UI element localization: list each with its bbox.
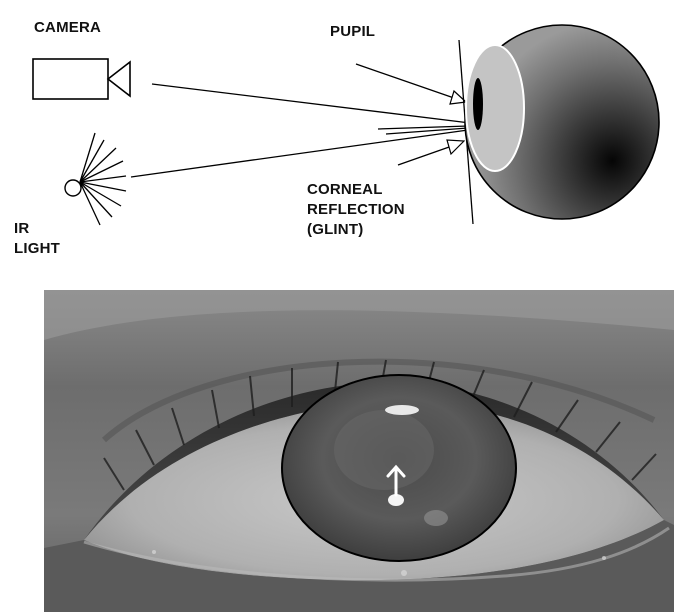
ir-label-line-1: IR — [14, 219, 60, 239]
eye-tracking-schematic — [0, 0, 680, 285]
pupil-label: PUPIL — [330, 22, 375, 42]
corneal-label-line-3: (GLINT) — [307, 220, 405, 240]
ir-label-line-2: LIGHT — [14, 239, 60, 259]
ir-light-label: IR LIGHT — [14, 219, 60, 259]
glint-pointer-arrow — [398, 140, 464, 165]
eyeball-illustration — [465, 25, 659, 219]
pupil-pointer-arrow — [356, 64, 466, 104]
corneal-label-line-2: REFLECTION — [307, 200, 405, 220]
corneal-label-line-1: CORNEAL — [307, 180, 405, 200]
camera-label: CAMERA — [34, 18, 101, 38]
ir-light-icon — [65, 133, 126, 225]
corneal-reflection-label: CORNEAL REFLECTION (GLINT) — [307, 180, 405, 240]
camera-icon — [33, 59, 130, 99]
light-ray-lines — [131, 84, 470, 177]
eye-photo — [44, 290, 674, 612]
